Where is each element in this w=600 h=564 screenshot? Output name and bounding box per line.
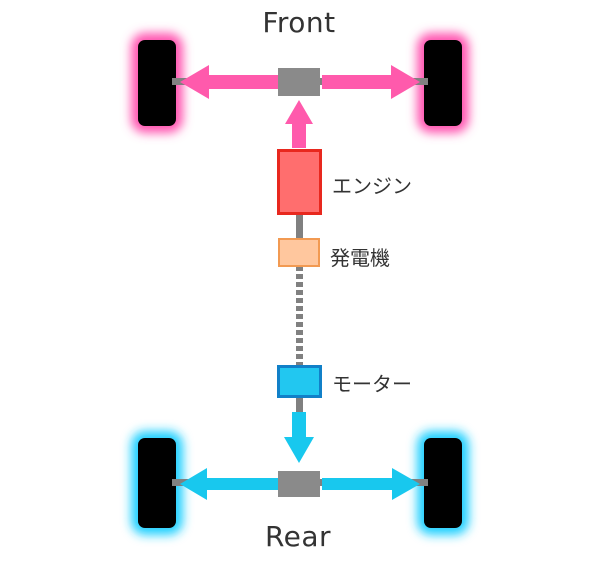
motor-label: モーター xyxy=(332,372,412,396)
rear-left-wheel xyxy=(138,438,176,528)
rear-left-power-arrow xyxy=(180,468,278,500)
front-differential xyxy=(278,68,320,96)
rear-differential xyxy=(278,471,320,497)
generator-block xyxy=(278,238,320,267)
front-left-wheel xyxy=(138,40,176,126)
motor-rear-shaft xyxy=(296,396,303,414)
rear-label: Rear xyxy=(264,520,332,553)
engine-to-front-arrow xyxy=(285,100,313,148)
engine-block xyxy=(277,149,322,215)
rear-axle xyxy=(131,412,469,535)
rear-right-wheel xyxy=(424,438,462,528)
front-left-power-arrow xyxy=(180,65,278,99)
motor-to-rear-arrow xyxy=(284,412,314,463)
front-axle xyxy=(131,33,469,148)
engine-label: エンジン xyxy=(332,174,412,198)
front-label: Front xyxy=(262,6,336,39)
front-right-power-arrow xyxy=(322,65,420,99)
drive-line xyxy=(296,213,303,414)
motor-block xyxy=(277,365,322,398)
generator-label: 発電機 xyxy=(330,246,390,270)
front-right-wheel xyxy=(424,40,462,126)
rear-right-power-arrow xyxy=(322,468,420,500)
engine-generator-shaft xyxy=(296,213,303,241)
